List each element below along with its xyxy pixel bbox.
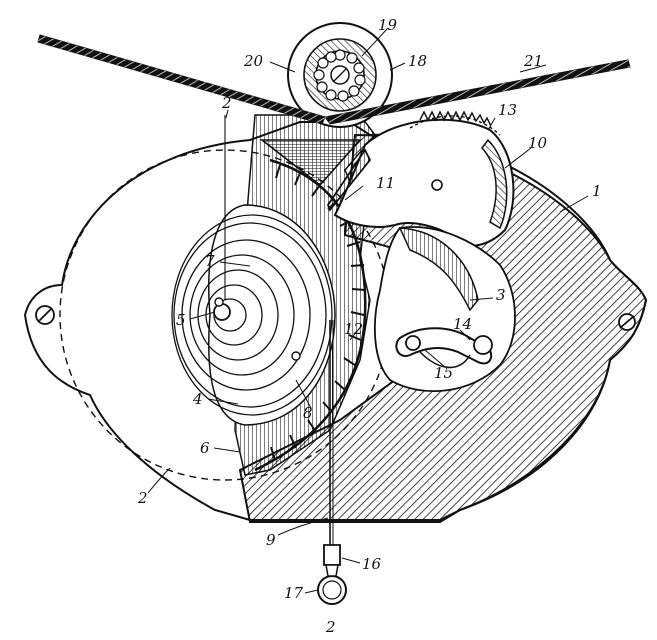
label-2-left: 2 xyxy=(137,489,148,507)
label-21: 21 xyxy=(523,52,543,70)
gear-segment xyxy=(409,115,501,136)
pull-ring-inner xyxy=(322,580,342,600)
label-18: 18 xyxy=(408,52,427,70)
leader-lines xyxy=(147,27,589,594)
gear-segment-teeth xyxy=(419,110,492,127)
spring-anchor-pin xyxy=(291,351,301,361)
pin-left xyxy=(405,335,421,351)
label-8: 8 xyxy=(303,404,313,422)
pawl-pivot xyxy=(431,179,443,191)
label-13: 13 xyxy=(498,101,517,119)
label-9: 9 xyxy=(266,531,276,549)
label-12: 12 xyxy=(344,320,363,338)
cable-left-twist xyxy=(38,35,325,124)
ring-neck xyxy=(325,564,339,577)
ratchet-wheel xyxy=(254,158,367,472)
label-7: 7 xyxy=(205,252,215,270)
label-15: 15 xyxy=(434,364,453,382)
spring-drum-face xyxy=(208,204,336,426)
label-1: 1 xyxy=(592,182,602,200)
coil-spring xyxy=(171,214,333,416)
label-2-top: 2 xyxy=(221,94,232,112)
pulley-assembly xyxy=(287,22,393,128)
pull-ring xyxy=(317,575,347,605)
cord-hook xyxy=(323,544,341,566)
label-10: 10 xyxy=(528,134,548,152)
label-17: 17 xyxy=(284,584,304,602)
label-11: 11 xyxy=(376,174,395,192)
label-5: 5 xyxy=(176,311,186,329)
right-mounting-ear xyxy=(618,313,636,331)
label-14: 14 xyxy=(453,315,472,333)
label-2-bottom: 2 xyxy=(325,618,336,636)
cable-right-twist xyxy=(325,60,630,124)
spring-wire xyxy=(419,351,471,369)
wedge-slope xyxy=(259,139,362,187)
label-3: 3 xyxy=(496,286,506,304)
left-mounting-ear xyxy=(35,305,55,325)
reference-numerals: 1 2 2 2 3 4 5 6 7 8 9 10 11 12 13 14 15 … xyxy=(137,16,602,636)
label-6: 6 xyxy=(200,439,210,457)
label-16: 16 xyxy=(362,555,382,573)
wedge-block xyxy=(326,148,372,212)
label-20: 20 xyxy=(243,52,264,70)
latch-arm-hatched xyxy=(398,227,479,312)
pawl-hatched-edge xyxy=(481,138,508,230)
pin-right xyxy=(473,335,493,355)
label-4: 4 xyxy=(192,390,203,408)
label-19: 19 xyxy=(378,16,398,34)
